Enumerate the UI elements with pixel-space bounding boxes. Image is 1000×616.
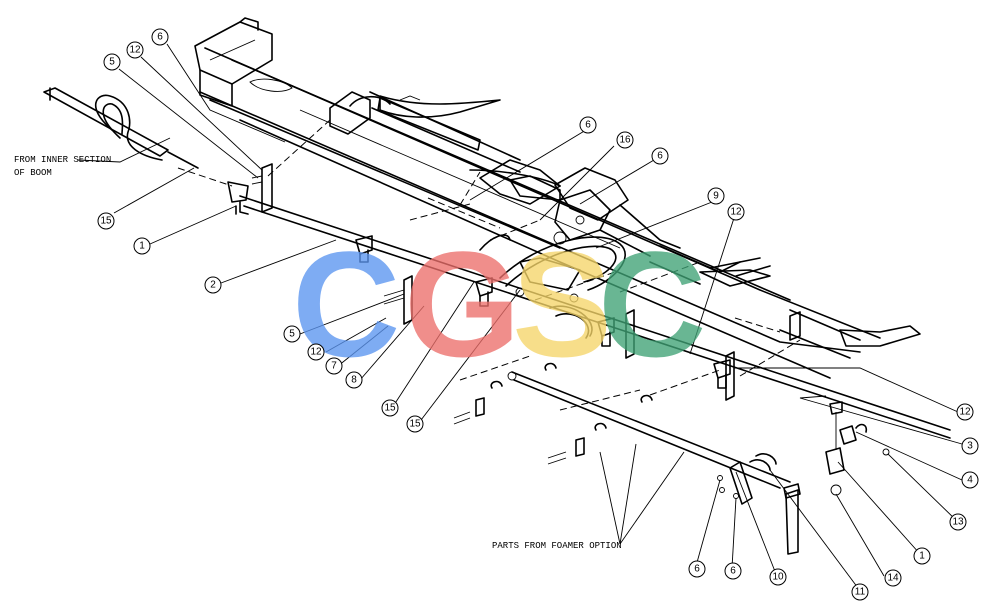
svg-text:16: 16 — [619, 135, 631, 146]
svg-text:1: 1 — [919, 551, 925, 562]
svg-text:9: 9 — [713, 191, 719, 202]
svg-text:10: 10 — [772, 572, 784, 583]
callout-12-right: 12 — [727, 203, 745, 221]
callout-13: 13 — [949, 513, 967, 531]
callouts: 6 12 5 15 1 2 6 16 6 9 12 5 12 7 8 15 15… — [97, 28, 979, 601]
svg-text:6: 6 — [730, 566, 736, 577]
callout-12-mid: 12 — [307, 343, 325, 361]
svg-text:12: 12 — [959, 407, 971, 418]
callout-15-left: 15 — [97, 212, 115, 230]
svg-text:12: 12 — [129, 45, 141, 56]
callout-9: 9 — [707, 187, 725, 205]
note-from-inner-line2: OF BOOM — [14, 168, 52, 178]
svg-text:3: 3 — [967, 441, 973, 452]
svg-text:12: 12 — [730, 207, 742, 218]
svg-text:8: 8 — [351, 375, 357, 386]
watermark-letter-s: S — [512, 220, 612, 388]
boom-frame — [194, 17, 881, 379]
watermark-letter-c1: C — [292, 220, 400, 388]
note-from-inner-line1: FROM INNER SECTION — [14, 155, 111, 165]
foamer-parts — [453, 362, 890, 555]
svg-text:15: 15 — [409, 419, 421, 430]
callout-6-right: 6 — [651, 147, 669, 165]
mid-hose — [479, 234, 626, 339]
svg-text:15: 15 — [384, 403, 396, 414]
callout-6-bottom-right: 6 — [724, 562, 742, 580]
boom-skids — [379, 95, 921, 347]
svg-text:1: 1 — [139, 241, 145, 252]
callout-2: 2 — [204, 276, 222, 294]
svg-text:5: 5 — [289, 329, 295, 340]
watermark-letter-g: G — [404, 220, 521, 388]
svg-text:6: 6 — [694, 564, 700, 575]
callout-4: 4 — [961, 471, 979, 489]
svg-text:11: 11 — [855, 587, 866, 598]
note-foamer: PARTS FROM FOAMER OPTION — [492, 541, 622, 551]
svg-text:14: 14 — [887, 573, 899, 584]
notes: FROM INNER SECTION OF BOOM PARTS FROM FO… — [14, 155, 622, 551]
callout-5-top: 5 — [103, 53, 121, 71]
callout-12-far-right: 12 — [956, 403, 974, 421]
callout-12-top: 12 — [126, 41, 144, 59]
assembly-lines — [177, 119, 801, 411]
watermark: C G S C — [292, 220, 706, 388]
svg-text:15: 15 — [100, 216, 112, 227]
callout-6-mid: 6 — [579, 116, 597, 134]
watermark-letter-c2: C — [598, 220, 706, 388]
callout-6-bottom-left: 6 — [688, 560, 706, 578]
svg-text:6: 6 — [157, 32, 163, 43]
svg-text:6: 6 — [585, 120, 591, 131]
pipe-brackets — [383, 275, 801, 401]
svg-text:4: 4 — [967, 475, 973, 486]
callout-3: 3 — [961, 437, 979, 455]
callout-5-mid: 5 — [283, 325, 301, 343]
svg-text:2: 2 — [210, 280, 216, 291]
svg-text:7: 7 — [331, 361, 337, 372]
svg-text:12: 12 — [310, 347, 322, 358]
callout-11: 11 — [851, 583, 869, 601]
callout-15-mid: 15 — [381, 399, 399, 417]
svg-text:5: 5 — [109, 57, 115, 68]
callout-8: 8 — [345, 371, 363, 389]
callout-7: 7 — [325, 357, 343, 375]
nozzle-bodies — [355, 235, 731, 389]
callout-1-left: 1 — [133, 237, 151, 255]
callout-15-low: 15 — [406, 415, 424, 433]
svg-text:6: 6 — [657, 151, 663, 162]
callout-1-right: 1 — [913, 547, 931, 565]
callout-14: 14 — [884, 569, 902, 587]
callout-16: 16 — [616, 131, 634, 149]
callout-6-top: 6 — [151, 28, 169, 46]
leader-lines — [77, 43, 963, 589]
svg-text:13: 13 — [952, 517, 964, 528]
spray-boom-pipe — [43, 87, 951, 439]
callout-10: 10 — [769, 568, 787, 586]
